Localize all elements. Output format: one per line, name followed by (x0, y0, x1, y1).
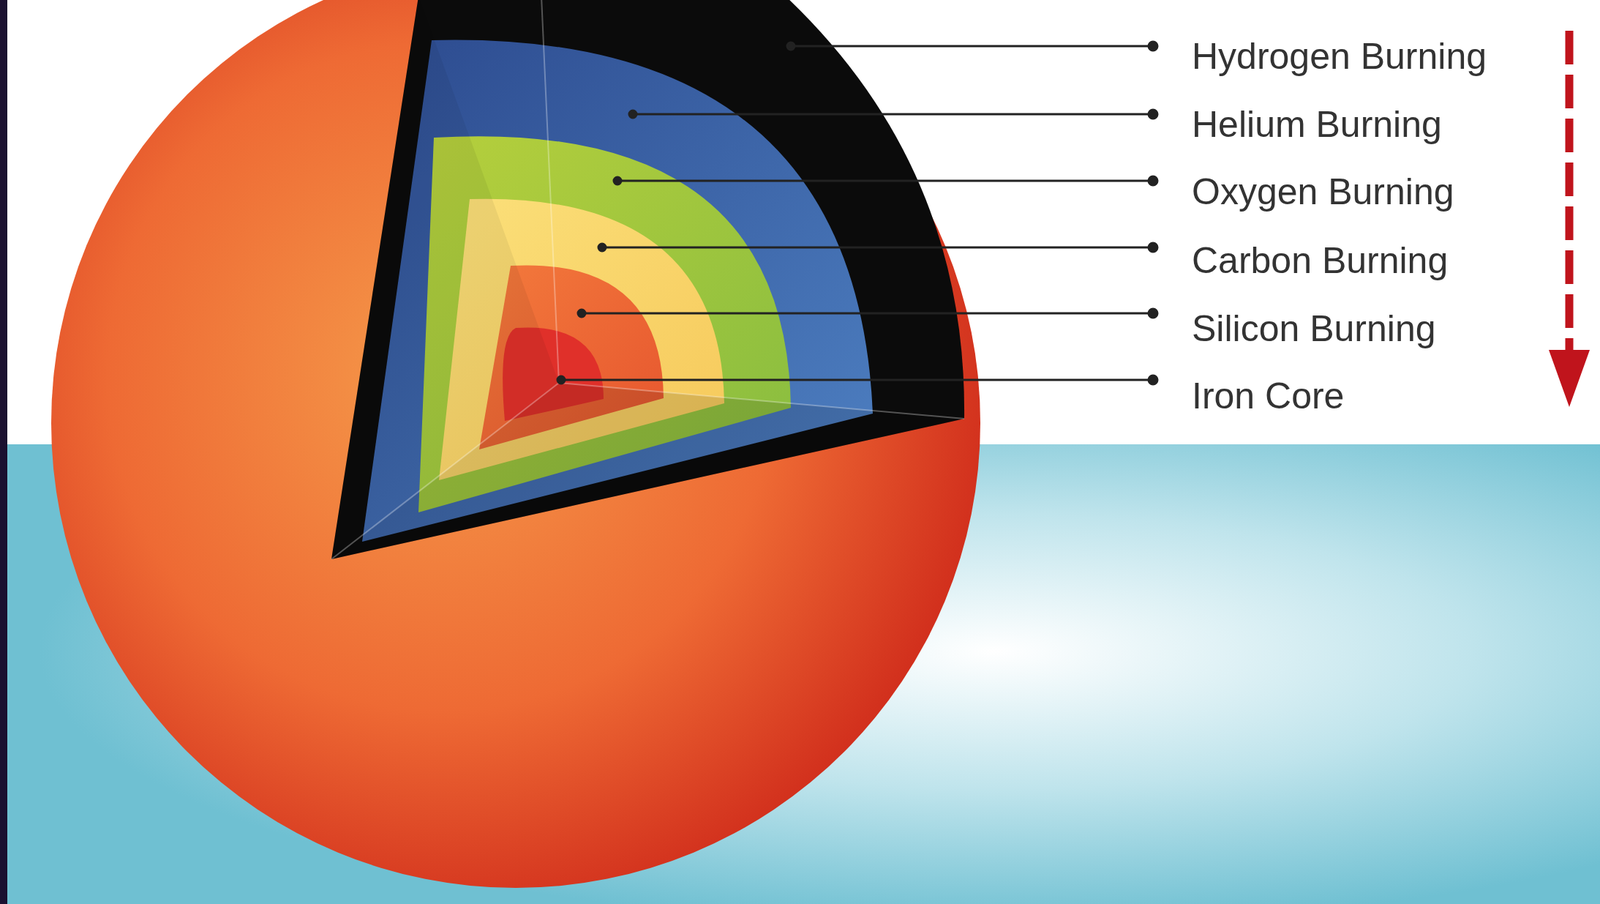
leader-dot (787, 42, 795, 50)
leader-line (632, 113, 1153, 116)
leader-dot (1148, 109, 1158, 119)
layer-label: Hydrogen Burning (1191, 34, 1487, 79)
layer-label: Iron Core (1191, 373, 1344, 418)
face-edge (331, 382, 559, 559)
face-edge (541, 0, 559, 383)
layer-label: Helium Burning (1191, 102, 1442, 147)
left-face-shade (331, 0, 559, 559)
leader-dot (598, 243, 606, 251)
layer-label: Silicon Burning (1191, 306, 1437, 351)
direction-arrowhead (1548, 349, 1590, 407)
leader-line (561, 378, 1153, 382)
layer-label: Oxygen Burning (1191, 169, 1455, 214)
leader-dot (1148, 375, 1158, 385)
leader-dot (1148, 242, 1158, 252)
leader-dot (557, 376, 565, 384)
direction-arrow-shaft (1565, 30, 1574, 359)
layer-label: Carbon Burning (1191, 238, 1448, 283)
leader-line (581, 312, 1153, 315)
star-sphere (51, 0, 981, 888)
leader-dot (577, 309, 586, 317)
leader-dot (629, 110, 637, 118)
leader-dot (613, 177, 622, 185)
leader-dot (1148, 176, 1158, 186)
leader-line (790, 45, 1153, 48)
leader-line (617, 179, 1153, 183)
leader-lines (557, 41, 1158, 385)
leader-dot (1148, 308, 1158, 318)
leader-line (602, 246, 1153, 249)
hydrogen-shell (331, 0, 965, 559)
face-edge (558, 382, 965, 419)
leader-dot (1148, 41, 1158, 51)
